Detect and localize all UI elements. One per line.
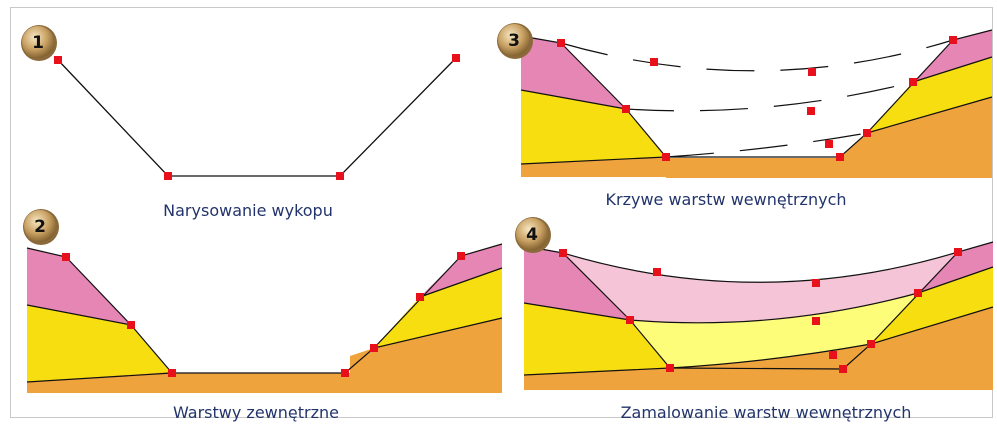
inner-orange-fill: [670, 344, 871, 369]
control-point: [650, 58, 658, 66]
control-point: [825, 140, 833, 148]
step-1-panel: 1 Narysowanie wykopu: [21, 25, 460, 220]
control-point: [457, 252, 465, 260]
bottom-orange-layer: [666, 158, 846, 178]
control-point: [626, 316, 634, 324]
control-point: [662, 153, 670, 161]
step-2-panel: 2 Warstwy zewnętrzne: [23, 209, 503, 422]
control-point: [164, 172, 172, 180]
step-4-badge: 4: [515, 217, 551, 253]
right-pink-layer: [420, 244, 502, 297]
step-number: 1: [32, 33, 44, 53]
bottom-orange-layer: [668, 368, 848, 390]
left-yellow-layer: [27, 305, 170, 382]
step-number: 3: [508, 31, 520, 51]
step-caption: Warstwy zewnętrzne: [173, 403, 339, 422]
control-point: [127, 321, 135, 329]
right-yellow-layer: [843, 267, 993, 369]
step-number: 4: [526, 225, 538, 245]
right-orange-layer: [350, 318, 502, 393]
step-3-badge: 3: [497, 23, 533, 59]
control-point: [807, 107, 815, 115]
step-2-badge: 2: [23, 209, 59, 245]
control-point: [812, 317, 820, 325]
inner-yellow-fill: [630, 293, 918, 368]
step-1-badge: 1: [21, 25, 57, 61]
bottom-orange-layer: [170, 373, 350, 393]
left-pink-layer: [521, 36, 626, 109]
right-pink-layer: [913, 30, 992, 82]
control-point: [557, 39, 565, 47]
control-point: [829, 351, 837, 359]
control-points: [557, 36, 957, 161]
control-points: [54, 54, 460, 180]
control-point: [914, 289, 922, 297]
control-point: [666, 364, 674, 372]
outer-frame: [10, 7, 993, 418]
right-orange-layer: [840, 97, 992, 178]
step-number: 2: [34, 217, 46, 237]
control-point: [336, 172, 344, 180]
right-orange-layer: [843, 307, 993, 390]
control-points: [559, 248, 962, 373]
control-point: [949, 36, 957, 44]
control-point: [954, 248, 962, 256]
step-3-panel: 3 Krzywe warstw wewnętrznych: [497, 23, 993, 209]
inner-layer-curves: [560, 39, 954, 158]
control-point: [622, 105, 630, 113]
control-point: [559, 249, 567, 257]
right-yellow-layer: [840, 57, 992, 158]
control-point: [168, 369, 176, 377]
control-point: [416, 293, 424, 301]
inner-pink-fill: [563, 252, 958, 323]
right-yellow-layer: [350, 268, 502, 373]
right-pink-layer: [918, 242, 993, 293]
control-point: [62, 253, 70, 261]
left-pink-layer: [27, 248, 131, 325]
left-pink-layer: [524, 246, 630, 320]
control-point: [341, 369, 349, 377]
control-point: [808, 68, 816, 76]
control-point: [909, 78, 917, 86]
control-point: [452, 54, 460, 62]
control-point: [839, 365, 847, 373]
step-4-panel: 4 Zamalowanie warstw wewnętrznych: [515, 217, 994, 422]
excavation-outline: [57, 57, 457, 177]
control-point: [812, 279, 820, 287]
step-caption: Narysowanie wykopu: [163, 201, 333, 220]
left-yellow-layer: [524, 303, 670, 375]
control-point: [54, 56, 62, 64]
control-point: [370, 344, 378, 352]
control-point: [836, 153, 844, 161]
control-point: [653, 268, 661, 276]
step-caption: Zamalowanie warstw wewnętrznych: [621, 403, 912, 422]
left-yellow-layer: [521, 90, 666, 164]
control-point: [867, 340, 875, 348]
control-points: [62, 252, 465, 377]
control-point: [863, 129, 871, 137]
step-caption: Krzywe warstw wewnętrznych: [606, 190, 847, 209]
